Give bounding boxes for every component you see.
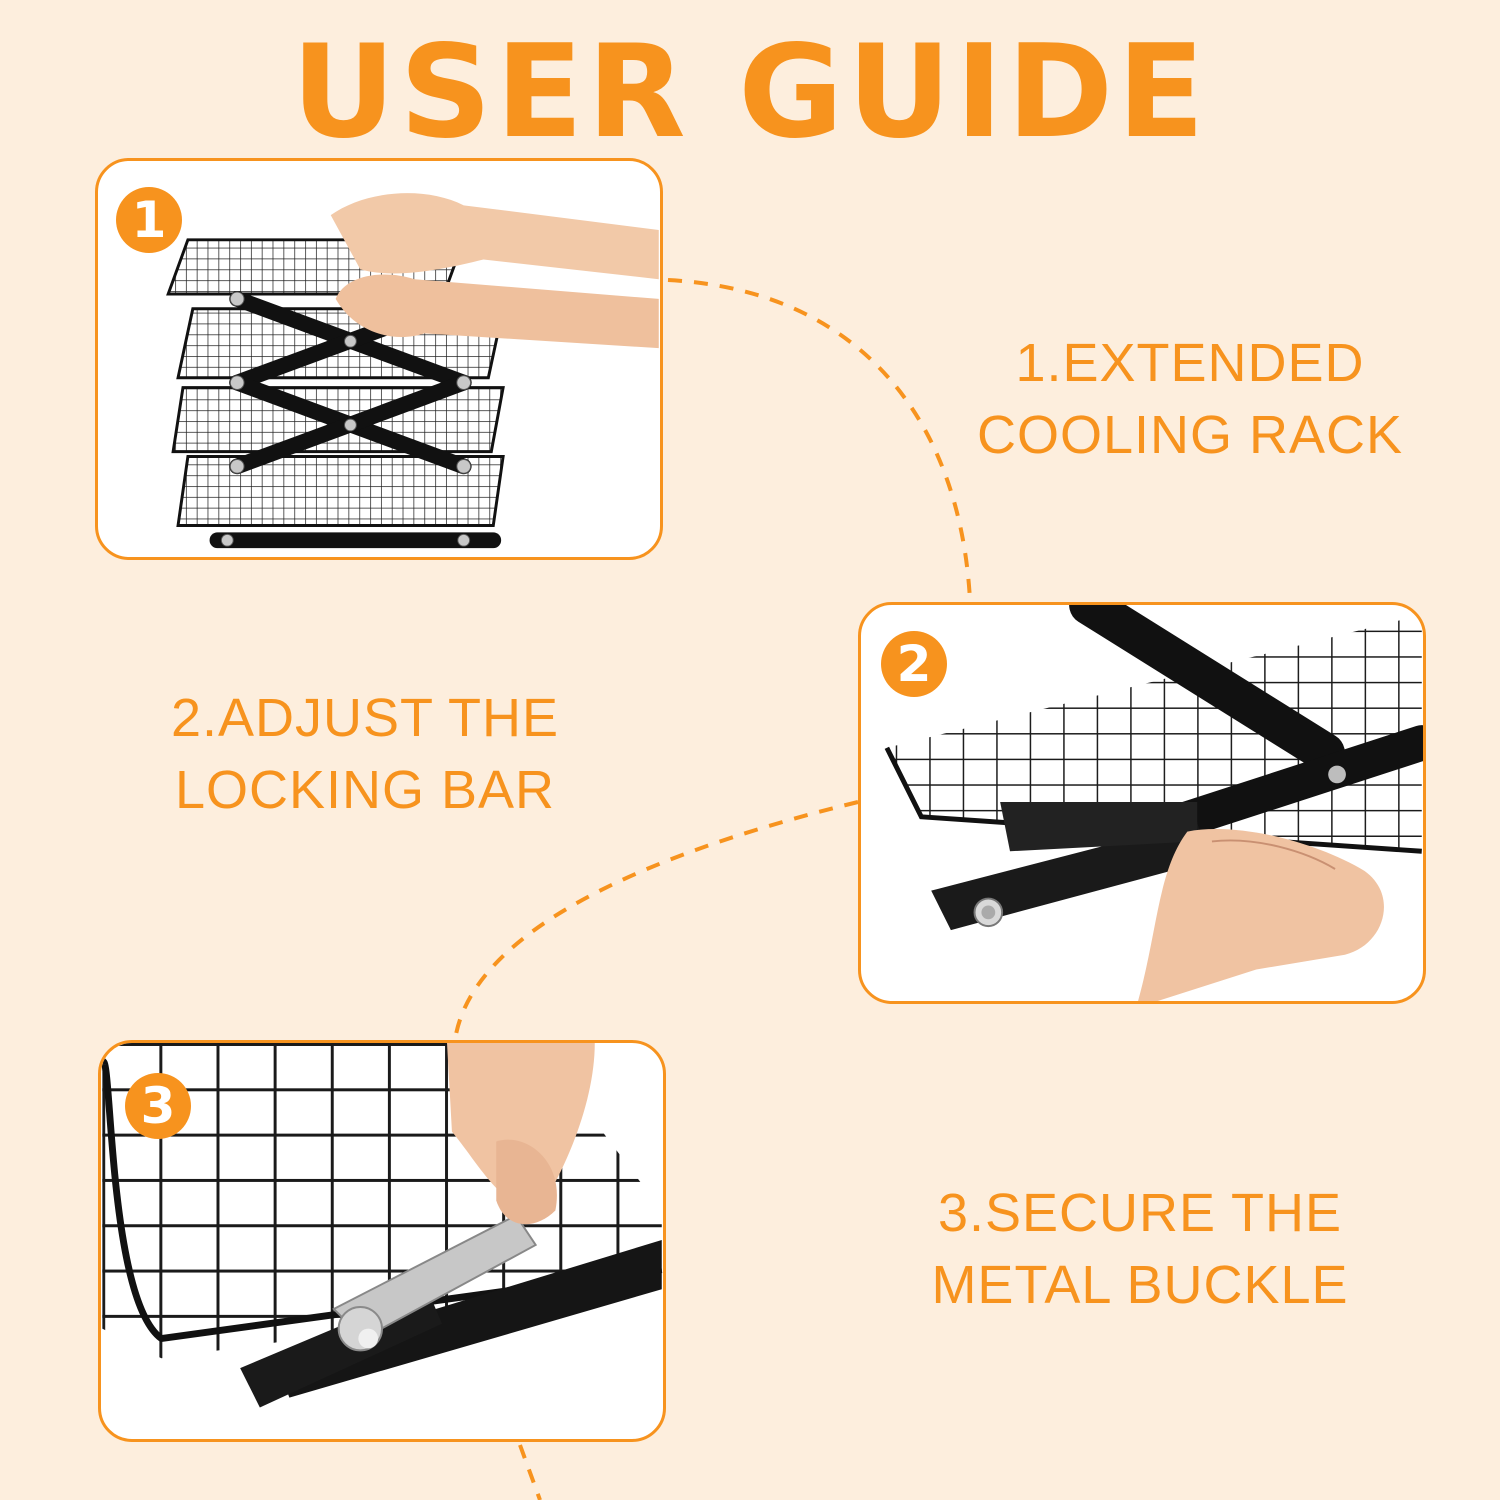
step-1-photo-panel: 1 (95, 158, 663, 560)
step-2-caption-line-2: LOCKING BAR (174, 760, 556, 820)
step-3-caption-line-1: 3.SECURE THE (937, 1183, 1343, 1243)
step-1-number-badge: 1 (116, 187, 182, 253)
step-3-caption-line-2: METAL BUCKLE (931, 1255, 1349, 1315)
step-3-photo-panel: 3 (98, 1040, 666, 1442)
step-1-caption-line-1: 1.EXTENDED (1015, 333, 1365, 393)
step-3-caption: 3.SECURE THE METAL BUCKLE (890, 1177, 1390, 1321)
step-3-number-badge: 3 (125, 1073, 191, 1139)
step-2-number-badge: 2 (881, 631, 947, 697)
step-2-photo-panel: 2 (858, 602, 1426, 1004)
locking-bar-adjustment-photo (884, 605, 1423, 1001)
step-1-caption-line-2: COOLING RACK (976, 405, 1404, 465)
step-2-caption-line-1: 2.ADJUST THE (170, 688, 560, 748)
expanded-scissor-cooling-rack-photo (166, 193, 659, 549)
page-title: USER GUIDE (291, 18, 1209, 167)
metal-buckle-secure-photo (101, 1043, 663, 1408)
step-2-caption: 2.ADJUST THE LOCKING BAR (115, 682, 615, 826)
step-1-caption: 1.EXTENDED COOLING RACK (940, 327, 1440, 471)
